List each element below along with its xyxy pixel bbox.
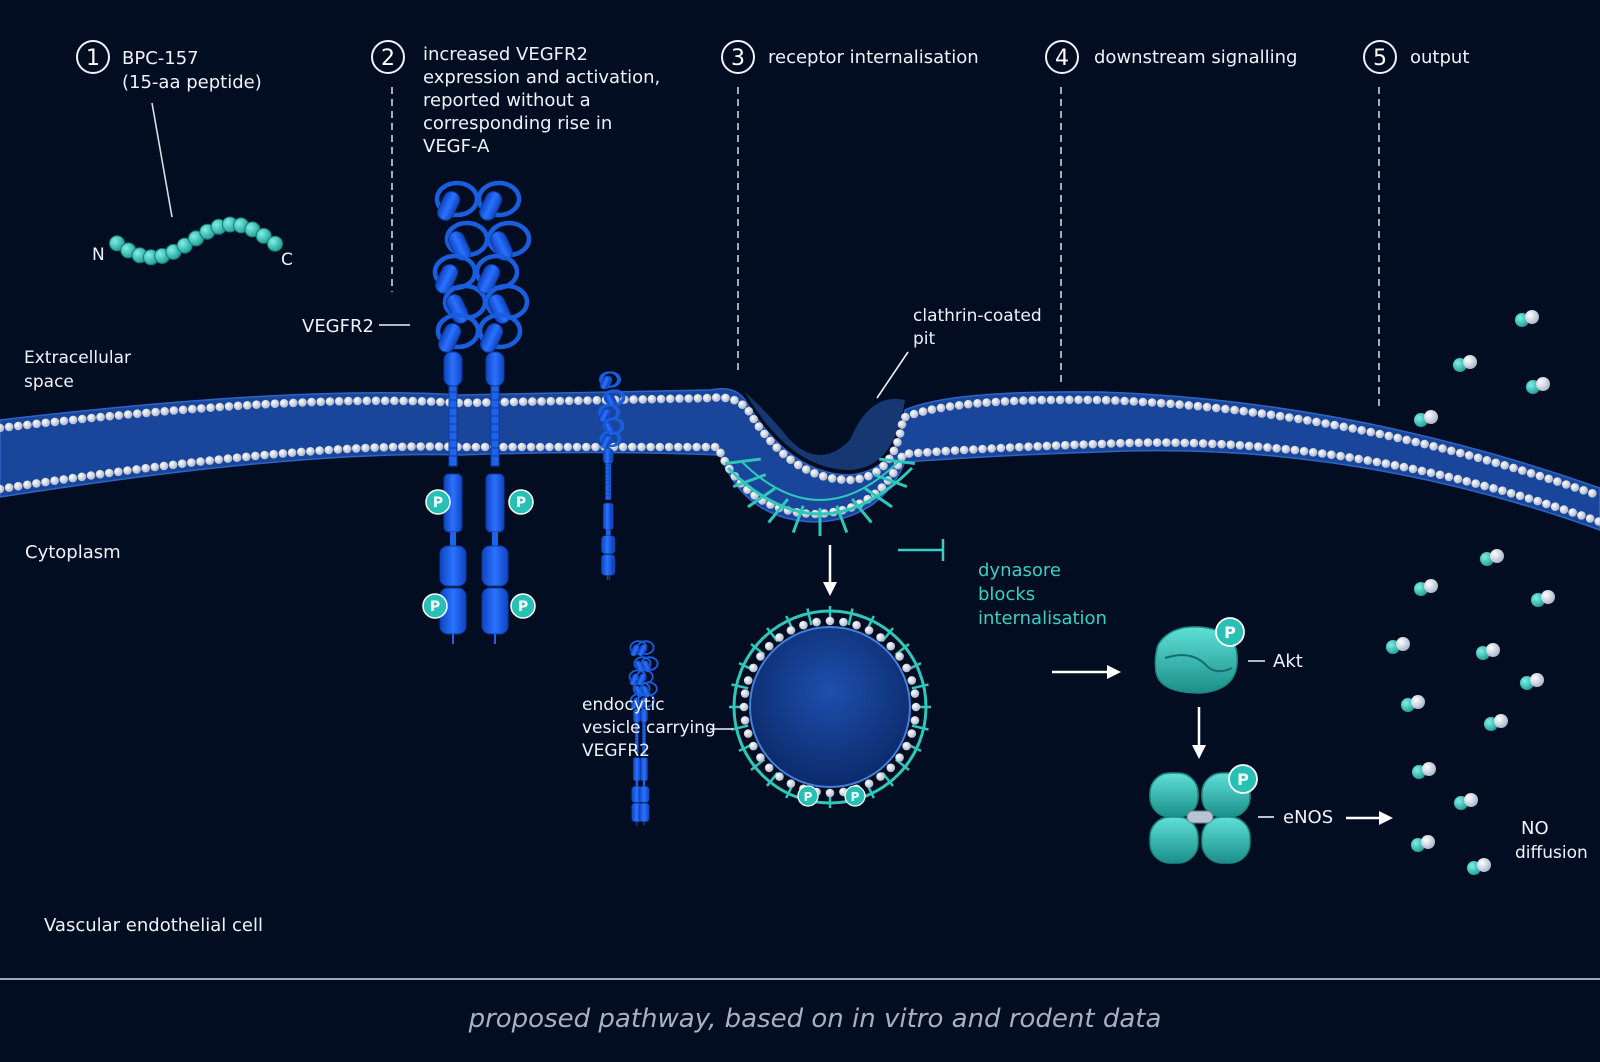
step-3-badge xyxy=(721,40,755,74)
phospho-site-4: P xyxy=(510,593,536,619)
to-akt-arrow xyxy=(1052,665,1121,679)
step-3-line-1: receptor internalisation xyxy=(768,47,979,68)
pit-cavity xyxy=(745,392,905,470)
no-molecules xyxy=(1386,310,1555,875)
vesicle-label-line-2: vesicle carrying xyxy=(582,718,716,738)
peptide-leader-line xyxy=(151,102,173,218)
vesicle-label-line-1: endocytic xyxy=(582,695,665,715)
cell-membrane xyxy=(0,388,1600,531)
step-1: 1 BPC-157 (15-aa peptide) xyxy=(76,40,262,93)
akt-label: Akt xyxy=(1273,651,1303,672)
vesicle-label-line-3: VEGFR2 xyxy=(582,741,650,761)
outer-lipid-heads xyxy=(0,393,1597,498)
svg-text:P: P xyxy=(430,599,440,615)
vesicle-phospho-right: P xyxy=(844,785,866,807)
step-1-line-2: (15-aa peptide) xyxy=(122,72,262,93)
inhibitor-label-line-2: blocks xyxy=(978,584,1035,605)
akt-protein xyxy=(1154,626,1238,694)
step-5-number: 5 xyxy=(1373,46,1387,71)
enos-label: eNOS xyxy=(1283,807,1333,828)
vegfr2-dimer-in-pit xyxy=(598,371,626,580)
akt-to-enos-arrow xyxy=(1192,707,1206,759)
inner-lipid-heads xyxy=(0,438,1600,526)
peptide-c-terminus: C xyxy=(281,250,293,270)
step-4: 4 downstream signalling xyxy=(1045,40,1297,385)
no-label-line-2: diffusion xyxy=(1515,843,1588,863)
step-3: 3 receptor internalisation xyxy=(721,40,979,375)
step-2-number: 2 xyxy=(381,46,395,71)
inhibitor-label-line-1: dynasore xyxy=(978,560,1061,581)
step-5-line-1: output xyxy=(1410,47,1469,68)
pit-leader-line xyxy=(876,351,909,399)
svg-text:P: P xyxy=(804,790,813,804)
pit-label-line-2: pit xyxy=(913,329,936,349)
vegfr2-label: VEGFR2 xyxy=(302,316,374,337)
step-2-line-2: expression and activation, xyxy=(423,67,660,88)
inhibitor-label-line-3: internalisation xyxy=(978,608,1107,629)
step-4-line-1: downstream signalling xyxy=(1094,47,1297,68)
cell-label: Vascular endothelial cell xyxy=(44,915,263,936)
vegfr2-dimer xyxy=(432,180,532,644)
svg-text:P: P xyxy=(516,495,526,511)
step-4-number: 4 xyxy=(1055,46,1069,71)
enos-protein xyxy=(1149,772,1251,864)
step-1-badge xyxy=(76,40,110,74)
step-5-badge xyxy=(1363,40,1397,74)
step-2-line-4: corresponding rise in xyxy=(423,113,612,134)
inhibitor-bar-icon xyxy=(898,539,945,561)
step-3-number: 3 xyxy=(731,46,745,71)
extracellular-label-line-1: Extracellular xyxy=(24,348,131,368)
svg-text:P: P xyxy=(1237,770,1249,789)
svg-text:P: P xyxy=(851,790,860,804)
phospho-site-2: P xyxy=(508,489,534,515)
step-2-line-3: reported without a xyxy=(423,90,591,111)
phospho-site-1: P xyxy=(425,489,451,515)
step-1-line-1: BPC-157 xyxy=(122,48,199,69)
vesicle-phospho-left: P xyxy=(797,785,819,807)
caption: proposed pathway, based on in vitro and … xyxy=(468,1004,1162,1034)
cytoplasm-label: Cytoplasm xyxy=(25,542,121,563)
internalisation-arrow xyxy=(823,545,837,596)
step-2: 2 increased VEGFR2 expression and activa… xyxy=(371,40,660,292)
vegfr2-monomer-right xyxy=(474,180,532,644)
akt-phospho: P xyxy=(1215,617,1245,647)
vegfr2-monomer-left xyxy=(432,180,490,644)
to-no-arrow xyxy=(1346,811,1393,825)
step-4-badge xyxy=(1045,40,1079,74)
svg-text:P: P xyxy=(518,599,528,615)
pit-label-line-1: clathrin-coated xyxy=(913,306,1042,326)
vesicle-lumen xyxy=(749,626,911,788)
step-2-line-1: increased VEGFR2 xyxy=(423,44,588,65)
enos-phospho: P xyxy=(1228,764,1258,794)
bpc157-peptide xyxy=(109,216,283,266)
svg-text:P: P xyxy=(1224,623,1236,642)
step-2-badge xyxy=(371,40,405,74)
phospho-site-3: P xyxy=(422,593,448,619)
step-2-line-5: VEGF-A xyxy=(423,136,490,157)
svg-text:P: P xyxy=(433,495,443,511)
step-1-number: 1 xyxy=(86,46,100,71)
step-5: 5 output xyxy=(1363,40,1469,410)
peptide-n-terminus: N xyxy=(92,245,105,265)
clathrin-coat-pit xyxy=(724,457,916,536)
endocytic-vesicle xyxy=(628,606,931,826)
membrane-band xyxy=(0,388,1600,531)
extracellular-label-line-2: space xyxy=(24,372,74,392)
no-label-line-1: NO xyxy=(1521,818,1549,839)
